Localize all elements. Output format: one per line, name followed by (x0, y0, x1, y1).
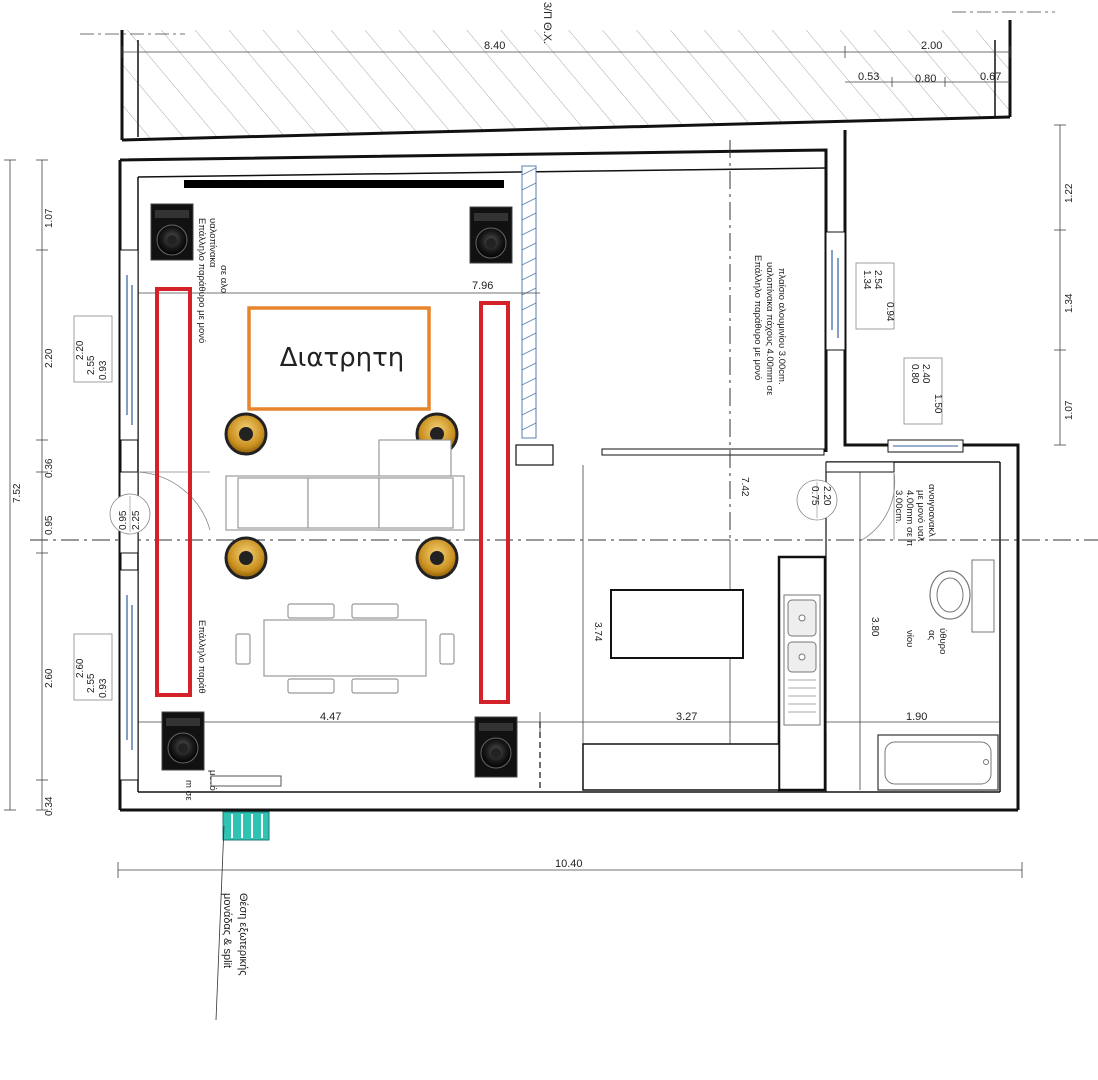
svg-text:με μονό υαλ: με μονό υαλ (915, 490, 926, 541)
dim-bath-height: 3.80 (869, 617, 880, 637)
tag-w-right-b: 2.40 (920, 364, 931, 384)
tag-w-mid-b: 2.54 (872, 270, 883, 290)
tag-door-left-a: 0.95 (118, 510, 129, 530)
sofa (225, 439, 465, 531)
top-hatched-strip (120, 20, 1012, 142)
dim-top-sub-c: 0.67 (980, 71, 1001, 83)
interior-dimensions: 7.96 4.47 3.27 1.90 7.42 3.74 3.80 10.40 (117, 280, 1023, 878)
speaker-bottom-left (161, 711, 205, 771)
dim-left-d: 0.95 (44, 515, 55, 535)
svg-text:Επάλληλο παράθ: Επάλληλο παράθ (196, 620, 207, 694)
svg-text:νίου: νίου (904, 630, 915, 647)
acoustic-panel-right (479, 301, 510, 704)
screen-bar (184, 180, 504, 188)
dim-left-e: 2.60 (44, 668, 55, 688)
tag-door-bath-a: 0.75 (809, 486, 820, 506)
radiator (210, 775, 282, 787)
dim-bottom-total: 10.40 (555, 858, 583, 870)
tag-door-bath-b: 2.20 (821, 486, 832, 506)
kitchen-counter (582, 555, 827, 792)
dim-row-bath: 1.90 (906, 711, 927, 723)
ceiling-speaker (415, 536, 459, 580)
kitchen-island (610, 589, 744, 659)
dim-kitchen-lower: 3.74 (592, 622, 603, 642)
svg-text:ας: ας (926, 630, 937, 640)
svg-text:Επάλληλο παράθυρο με μονό: Επάλληλο παράθυρο με μονό (752, 255, 763, 380)
ceiling-speaker (224, 536, 268, 580)
split-note-line1: Θέση εξωτερικής (237, 893, 249, 976)
dim-top-right: 2.00 (921, 40, 942, 52)
svg-text:ανοιγοανακλ: ανοιγοανακλ (926, 484, 937, 537)
speaker-top-left (150, 203, 194, 261)
svg-text:4.00mm σε π: 4.00mm σε π (904, 490, 915, 547)
tag-w-mid-c: 0.94 (884, 302, 895, 322)
left-openings: 2.20 2.55 0.93 0.95 2.25 2.60 2.55 0.93 (73, 249, 211, 781)
ceiling-speaker (224, 412, 268, 456)
toilet (929, 559, 995, 633)
top-dimensions: 8.40 2.00 0.53 0.80 0.67 3/Π Θ.Χ. (80, 2, 1055, 87)
acoustic-panel-left (155, 287, 192, 697)
svg-text:ύθυρο: ύθυρο (937, 628, 948, 654)
svg-text:υαλοπίνακα πάχους 4.00mm σε: υαλοπίνακα πάχους 4.00mm σε (764, 262, 775, 396)
split-unit: Θέση εξωτερικής μονάδας & split (215, 811, 270, 1021)
svg-text:υαλοπίνακα: υαλοπίνακα (207, 218, 218, 268)
tag-w-left-bot-c: 0.93 (98, 678, 109, 698)
dining-table (235, 603, 455, 694)
perforated-label: Διατρητη (247, 306, 431, 411)
dim-right-a: 1.22 (1064, 183, 1075, 203)
tag-w-left-top-c: 0.93 (98, 360, 109, 380)
tag-w-right-c: 1.50 (932, 394, 943, 414)
dim-kitchen-height: 7.42 (739, 477, 750, 497)
tag-w-left-top-b: 2.55 (86, 355, 97, 375)
dim-top-total: 8.40 (484, 40, 505, 52)
svg-text:m σε: m σε (183, 780, 194, 801)
svg-text:πλαίσιο αλουμινίου 3.00cm.: πλαίσιο αλουμινίου 3.00cm. (776, 268, 787, 385)
right-dimensions: 1.22 1.34 1.07 (1054, 124, 1075, 446)
top-note: 3/Π Θ.Χ. (541, 2, 553, 44)
svg-text:σε αλο: σε αλο (218, 265, 229, 293)
svg-text:Επάλληλο παράθυρο με μονό: Επάλληλο παράθυρο με μονό (196, 218, 207, 343)
mid-openings: 1.34 2.54 0.94 0.80 2.40 1.50 0.75 2.20 (796, 231, 964, 541)
dim-top-sub-b: 0.80 (915, 73, 936, 85)
dim-room-inner-top: 7.96 (472, 280, 493, 292)
speaker-bottom-right (474, 716, 518, 778)
dim-row-living: 4.47 (320, 711, 341, 723)
dim-row-kitchen: 3.27 (676, 711, 697, 723)
perforated-text: Διατρητη (280, 343, 405, 373)
glass-partition (515, 165, 825, 466)
split-note-line2: μονάδας & split (221, 893, 233, 968)
dim-right-b: 1.34 (1064, 293, 1075, 313)
tag-w-left-bot-a: 2.60 (75, 658, 86, 678)
svg-text:3.00cm.: 3.00cm. (893, 490, 904, 524)
dim-right-c: 1.07 (1064, 400, 1075, 420)
dim-left-b: 2.20 (44, 348, 55, 368)
tag-w-mid-a: 1.34 (861, 270, 872, 290)
living-window-note-top: Επάλληλο παράθυρο με μονό υαλοπίνακα σε … (196, 218, 229, 343)
tag-w-left-top-a: 2.20 (75, 340, 86, 360)
left-dimensions: 7.52 1.07 2.20 0.36 0.95 2.60 0.34 (4, 159, 55, 816)
dim-top-sub-a: 0.53 (858, 71, 879, 83)
bath-window-note: ανοιγοανακλ με μονό υαλ 4.00mm σε π 3.00… (893, 484, 948, 654)
speaker-top-right (469, 206, 513, 264)
kitchen-window-note: Επάλληλο παράθυρο με μονό υαλοπίνακα πάχ… (752, 255, 787, 396)
dim-left-f: 0.34 (44, 796, 55, 816)
dim-left-total: 7.52 (12, 483, 23, 503)
dim-left-a: 1.07 (44, 208, 55, 228)
tag-w-left-bot-b: 2.55 (86, 673, 97, 693)
tag-door-left-b: 2.25 (131, 510, 142, 530)
tag-w-right-a: 0.80 (909, 364, 920, 384)
bathtub (877, 734, 999, 791)
dim-left-c: 0.36 (44, 458, 55, 478)
